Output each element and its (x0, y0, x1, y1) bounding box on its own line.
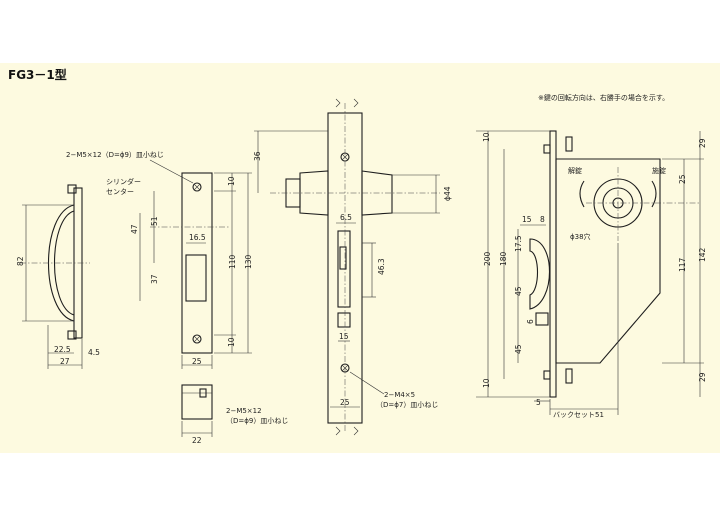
pull-handle-view: 82 22.5 4.5 27 (16, 184, 100, 369)
dim-5: 5 (536, 398, 541, 407)
dim-130: 130 (244, 254, 253, 269)
label-cylinder-center-2: センター (106, 187, 134, 196)
dim-117: 117 (678, 257, 687, 272)
dim-17-5: 17.5 (514, 235, 523, 252)
dim-29-bottom: 29 (698, 372, 707, 382)
dim-110: 110 (228, 254, 237, 269)
label-screw-bottom-1: 2−M5×12 (226, 407, 262, 415)
dim-45-upper: 45 (514, 286, 523, 296)
dim-46-3: 46.3 (377, 258, 386, 275)
bottom-end-view: 2−M5×12 （D=ϕ9）皿小ねじ 22 (181, 384, 288, 445)
dim-36: 36 (253, 151, 262, 161)
dim-8: 8 (540, 215, 545, 224)
dim-15-section: 15 (339, 332, 349, 341)
dim-15-case: 15 (522, 215, 532, 224)
dim-10-case-top: 10 (482, 132, 491, 142)
drawing-sheet: FG3－1型 ※鍵の回転方向は、右勝手の場合を示す。 82 22.5 4.5 2… (0, 63, 720, 453)
dim-27: 27 (60, 357, 70, 366)
dim-82: 82 (16, 256, 25, 266)
dim-25-plate: 25 (192, 357, 202, 366)
dim-142: 142 (698, 247, 707, 262)
dim-6-5: 6.5 (340, 213, 352, 222)
label-backset: バックセット51 (553, 411, 604, 419)
label-screw-right-2: （D=ϕ7）皿小ねじ (376, 400, 438, 409)
label-lock: 施錠 (652, 166, 666, 175)
label-hole: ϕ38穴 (570, 232, 591, 241)
dim-phi44: ϕ44 (443, 186, 452, 201)
dim-29-top: 29 (698, 138, 707, 148)
label-screw-left: 2−M5×12（D=ϕ9）皿小ねじ (66, 150, 164, 159)
section-view: 6.5 46.3 15 ϕ44 36 25 2−M4×5 （D=ϕ7）皿小ねじ (253, 98, 452, 436)
dim-4-5: 4.5 (88, 348, 100, 357)
rotation-note: ※鍵の回転方向は、右勝手の場合を示す。 (538, 93, 669, 102)
dim-22: 22 (192, 436, 202, 445)
label-screw-bottom-2: （D=ϕ9）皿小ねじ (226, 416, 288, 425)
label-screw-right-1: 2−M4×5 (384, 391, 415, 399)
dim-16-5: 16.5 (189, 233, 206, 242)
dim-10-case-bottom: 10 (482, 378, 491, 388)
dim-10-top: 10 (227, 176, 236, 186)
label-cylinder-center-1: シリンダー (106, 177, 141, 186)
dim-25-case: 25 (678, 174, 687, 184)
case-side-view: 解錠 施錠 ϕ38穴 200 180 10 10 17.5 45 45 6 15… (476, 130, 707, 419)
label-unlock: 解錠 (568, 166, 582, 175)
dim-200: 200 (483, 251, 492, 266)
technical-drawing: FG3－1型 ※鍵の回転方向は、右勝手の場合を示す。 82 22.5 4.5 2… (8, 67, 707, 445)
front-plate-view: 2−M5×12（D=ϕ9）皿小ねじ シリンダー センター 51 47 37 16… (66, 150, 253, 369)
model-title: FG3－1型 (8, 67, 67, 82)
dim-10-bottom: 10 (227, 337, 236, 347)
dim-6: 6 (526, 319, 535, 324)
dim-47: 47 (130, 224, 139, 234)
dim-37: 37 (150, 274, 159, 284)
dim-180: 180 (499, 251, 508, 266)
dim-51: 51 (150, 216, 159, 226)
dim-22-5: 22.5 (54, 345, 71, 354)
dim-45-lower: 45 (514, 344, 523, 354)
